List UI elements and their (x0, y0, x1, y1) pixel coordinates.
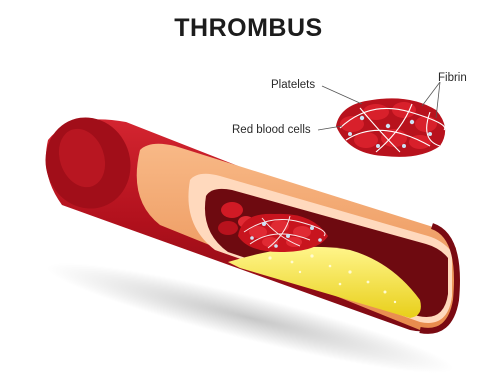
label-platelets: Platelets (271, 79, 315, 91)
label-red-blood-cells: Red blood cells (232, 124, 311, 136)
label-fibrin: Fibrin (438, 72, 467, 84)
thrombus-detail (336, 98, 445, 157)
